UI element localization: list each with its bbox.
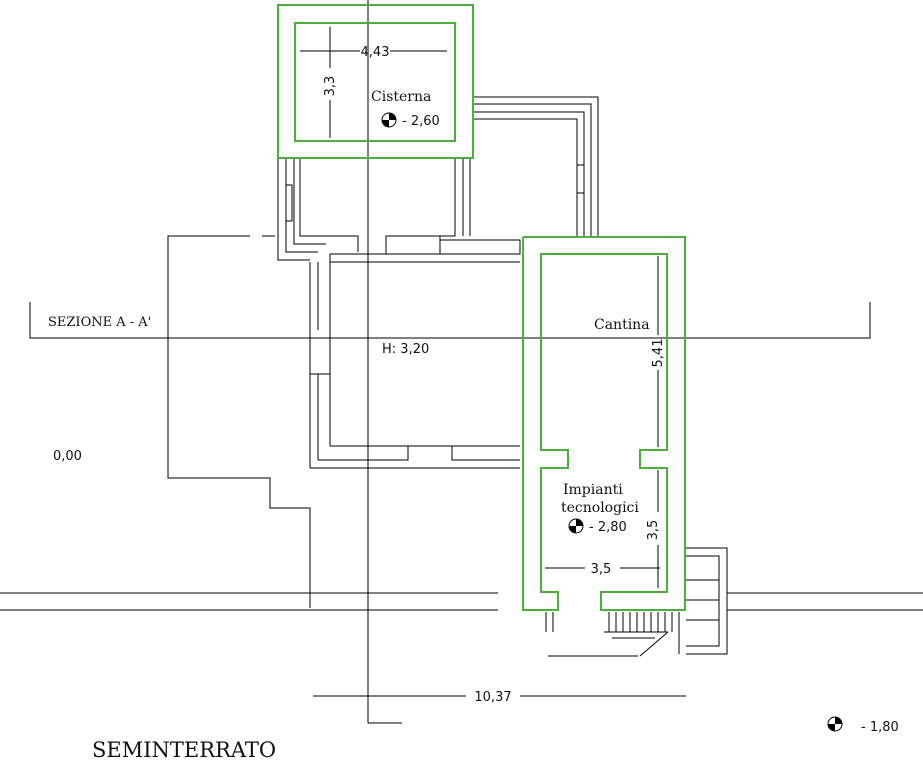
highlight-rooms [277,4,686,611]
plan-title: SEMINTERRATO [92,738,276,762]
level-marker-outside [827,716,843,732]
cantina-height-label: H: 3,20 [382,342,429,357]
cisterna-name: Cisterna [371,89,431,105]
overall-length-label: 10,37 [474,690,511,705]
cantina-name: Cantina [594,317,650,333]
cisterna-level: - 2,60 [402,114,440,129]
cisterna-outline [277,4,474,159]
level-marker-impianti [568,518,584,534]
impianti-level: - 2,80 [589,520,627,535]
impianti-name-line2: tecnologici [561,500,639,516]
section-label: SEZIONE A - A' [48,315,151,330]
level-marker-cisterna [381,112,397,128]
impianti-depth-label: 3,5 [646,520,661,541]
impianti-width-label: 3,5 [591,562,612,577]
cantina-outline [522,236,686,611]
impianti-name-line1: Impianti [563,482,623,498]
outside-level: - 1,80 [861,720,899,735]
wall-lines [0,0,923,724]
cisterna-width-label: 4,43 [361,45,390,60]
cisterna-inner [294,22,456,142]
cisterna-depth-label: 3,3 [323,76,338,97]
reference-level: 0,00 [53,449,82,464]
cantina-length-label: 5,41 [651,339,666,368]
